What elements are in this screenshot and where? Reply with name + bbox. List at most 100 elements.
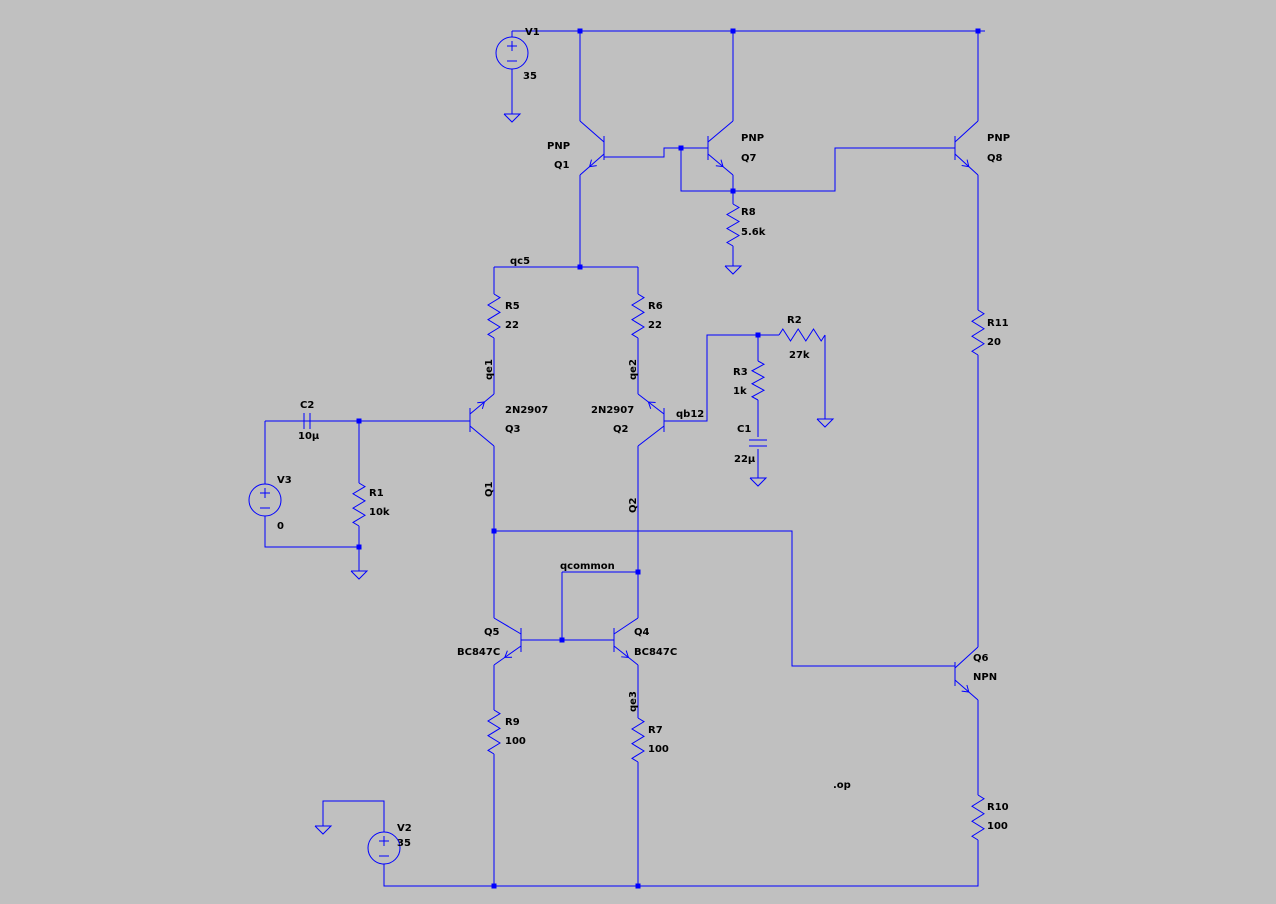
label-q5-model: BC847C: [457, 647, 500, 658]
net-label-qc5: qc5: [510, 256, 530, 267]
resistor-r1[interactable]: [352, 482, 366, 527]
wire[interactable]: [494, 530, 955, 667]
label-r3-name: R3: [733, 367, 748, 378]
transistor-q7[interactable]: [707, 120, 734, 176]
junction-dot: [577, 28, 583, 34]
junction-dot: [559, 637, 565, 643]
label-r6-name: R6: [648, 301, 663, 312]
label-v1-name: V1: [525, 27, 540, 38]
label-r10-name: R10: [987, 802, 1009, 813]
transistor-q4[interactable]: [613, 617, 639, 666]
label-v1-value: 35: [523, 71, 537, 82]
wire[interactable]: [680, 147, 955, 192]
ground-symbol: [724, 265, 743, 275]
label-q3-model: 2N2907: [505, 405, 548, 416]
label-v3-value: 0: [277, 521, 284, 532]
capacitor-c2[interactable]: [303, 413, 311, 429]
label-r1-value: 10k: [369, 507, 390, 518]
net-label-qb12: qb12: [676, 409, 704, 420]
wire[interactable]: [604, 147, 708, 158]
label-q4-model: BC847C: [634, 647, 677, 658]
junction-dot: [577, 264, 583, 270]
junction-dot: [755, 332, 761, 338]
label-q6-name: Q6: [973, 653, 989, 664]
label-q4-name: Q4: [634, 627, 650, 638]
label-c2-value: 10µ: [298, 431, 320, 442]
label-c2-name: C2: [300, 400, 314, 411]
transistor-q6[interactable]: [954, 646, 979, 701]
label-q2-model: 2N2907: [591, 405, 634, 416]
resistor-r7[interactable]: [631, 717, 645, 763]
junction-dot: [730, 188, 736, 194]
net-label-qe2: qe2: [628, 359, 639, 380]
net-label-q2: Q2: [628, 497, 639, 513]
label-c1-value: 22µ: [734, 454, 756, 465]
ground-symbol: [314, 825, 333, 835]
label-v2-value: 35: [397, 838, 411, 849]
junction-dot: [356, 418, 362, 424]
label-r11-name: R11: [987, 318, 1009, 329]
label-v2-name: V2: [397, 823, 412, 834]
resistor-r9[interactable]: [487, 709, 501, 755]
label-q5-name: Q5: [484, 627, 500, 638]
label-v3-name: V3: [277, 475, 292, 486]
label-r7-value: 100: [648, 744, 669, 755]
ground-symbol: [749, 477, 768, 487]
junction-dot: [491, 528, 497, 534]
resistor-r3[interactable]: [750, 360, 766, 401]
resistor-r2[interactable]: [778, 328, 826, 342]
junction-dot: [635, 883, 641, 889]
label-q7-name: Q7: [741, 153, 757, 164]
wire[interactable]: [664, 334, 779, 422]
resistor-r6[interactable]: [631, 293, 645, 339]
voltage-source-v2[interactable]: [367, 831, 401, 865]
junction-dot: [678, 145, 684, 151]
ground-symbol: [350, 570, 369, 580]
label-r5-name: R5: [505, 301, 520, 312]
label-r10-value: 100: [987, 821, 1008, 832]
spice-directive-op: .op: [833, 780, 851, 791]
voltage-source-v1[interactable]: [495, 36, 529, 70]
wire[interactable]: [322, 800, 385, 832]
transistor-q2[interactable]: [637, 393, 665, 447]
label-r1-name: R1: [369, 488, 384, 499]
transistor-q3[interactable]: [469, 393, 495, 447]
wire[interactable]: [383, 840, 979, 887]
resistor-r5[interactable]: [487, 293, 501, 339]
label-r8-value: 5.6k: [741, 227, 766, 238]
label-r3-value: 1k: [733, 386, 747, 397]
label-r7-name: R7: [648, 725, 663, 736]
label-q8-model: PNP: [987, 133, 1010, 144]
net-label-qe1: qe1: [484, 359, 495, 380]
voltage-source-v3[interactable]: [248, 483, 282, 517]
ground-symbol: [503, 113, 522, 123]
label-r6-value: 22: [648, 320, 662, 331]
label-q6-model: NPN: [973, 672, 997, 683]
wire[interactable]: [264, 516, 359, 548]
junction-dot: [975, 28, 981, 34]
label-c1-name: C1: [737, 424, 751, 435]
transistor-q5[interactable]: [493, 617, 522, 666]
resistor-r8[interactable]: [726, 203, 740, 247]
resistor-r10[interactable]: [971, 794, 985, 841]
junction-dot: [635, 569, 641, 575]
label-q1-name: Q1: [554, 160, 570, 171]
label-r9-name: R9: [505, 717, 520, 728]
resistor-r11[interactable]: [971, 309, 985, 356]
ground-symbol: [816, 418, 835, 428]
label-q7-model: PNP: [741, 133, 764, 144]
label-r8-name: R8: [741, 207, 756, 218]
junction-dot: [730, 28, 736, 34]
junction-dot: [491, 883, 497, 889]
label-r2-name: R2: [787, 315, 802, 326]
label-r9-value: 100: [505, 736, 526, 747]
capacitor-c1[interactable]: [749, 439, 767, 447]
transistor-q1[interactable]: [579, 120, 605, 176]
label-q8-name: Q8: [987, 153, 1003, 164]
net-label-q1: Q1: [484, 481, 495, 497]
net-label-qcommon: qcommon: [560, 561, 615, 572]
label-q3-name: Q3: [505, 424, 521, 435]
transistor-q8[interactable]: [954, 120, 979, 176]
label-r5-value: 22: [505, 320, 519, 331]
